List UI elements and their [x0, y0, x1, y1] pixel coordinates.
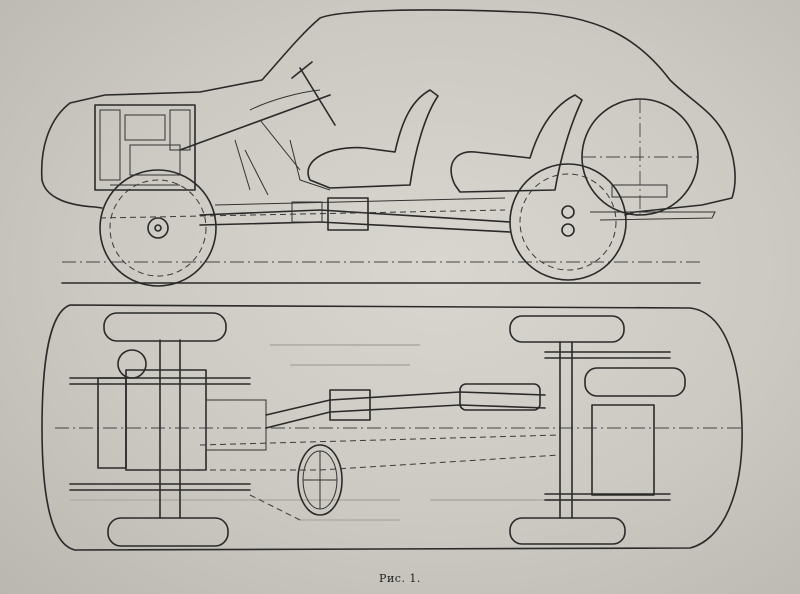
spare-wheel-side — [581, 98, 699, 216]
side-view — [40, 9, 736, 287]
propshaft-plan — [199, 383, 561, 446]
fuel-tank-plan — [591, 404, 655, 496]
engine-plan — [97, 349, 267, 471]
front-wheels-plan — [103, 312, 229, 547]
steering-wheel-plan — [297, 444, 343, 516]
propshaft-side — [99, 197, 511, 233]
engine-side — [94, 104, 196, 191]
steering-column-side — [179, 61, 336, 151]
rear-seat-side — [450, 94, 583, 193]
car-plan-outline — [41, 304, 743, 551]
plan-view — [41, 304, 745, 551]
rear-wheel-side — [509, 163, 627, 281]
car-body-outline — [40, 9, 736, 216]
front-wheel-side — [99, 169, 217, 287]
rear-wheels-plan — [509, 315, 626, 545]
front-seat-side — [307, 89, 439, 189]
bleed-through-text — [70, 344, 580, 521]
figure-caption: Рис. 1. — [379, 572, 421, 585]
muffler-plan — [584, 367, 686, 397]
